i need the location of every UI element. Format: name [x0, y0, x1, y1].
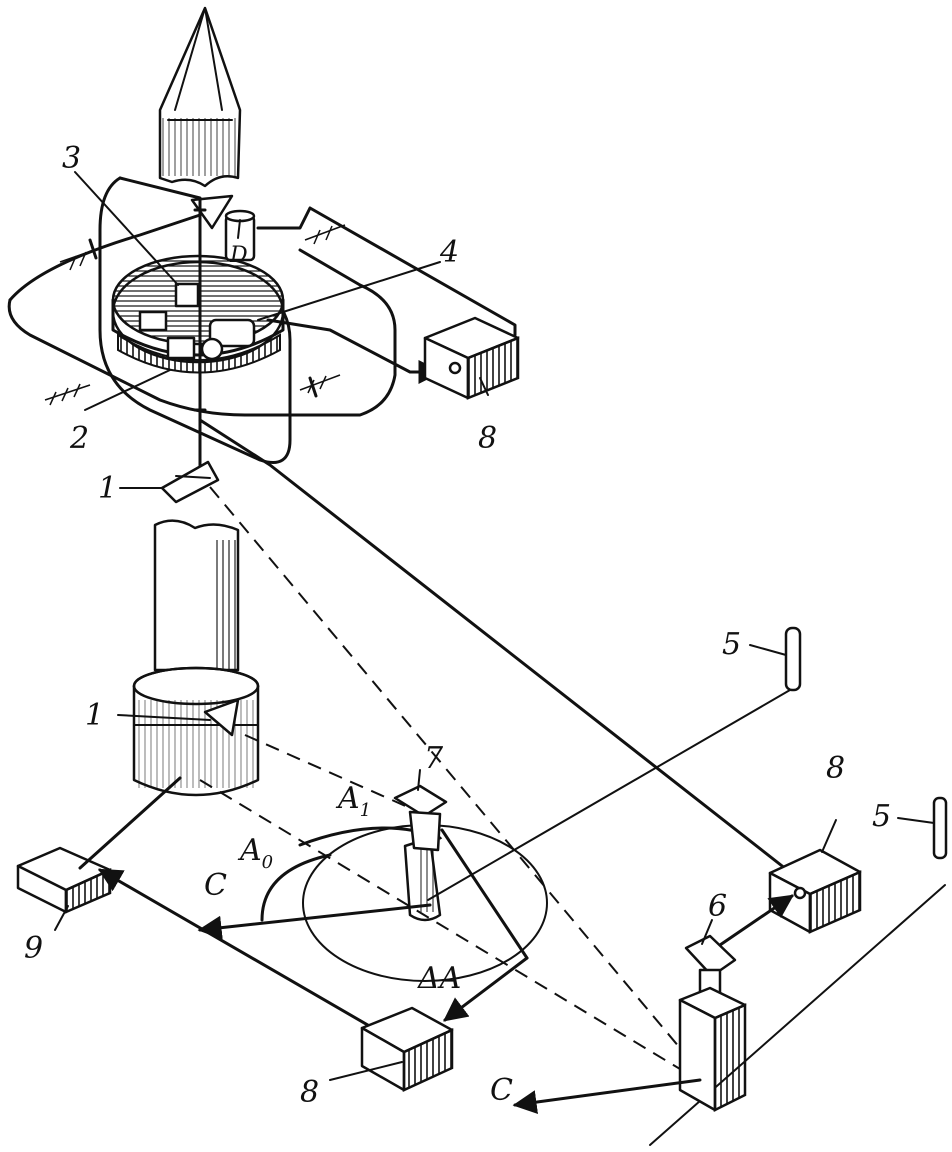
label-8-bottom: 8	[300, 1075, 319, 1110]
label-1-base: 1	[85, 698, 104, 733]
theodolite-7	[393, 784, 448, 922]
label-gyro-d: D	[229, 243, 248, 268]
marker-post-5-right	[932, 796, 948, 860]
label-3: 3	[62, 141, 81, 176]
label-8-top: 8	[478, 421, 497, 456]
label-c-left: C	[204, 868, 227, 903]
control-unit-8-right	[768, 848, 862, 934]
label-6: 6	[708, 889, 727, 924]
rocket-body-column	[132, 519, 260, 797]
label-9: 9	[24, 931, 43, 966]
label-a1: A1	[335, 781, 371, 821]
label-5-right: 5	[872, 799, 891, 834]
prism-1-upper	[160, 460, 220, 504]
gimbal-assembly	[7, 176, 397, 472]
launcher-unit-9	[16, 846, 112, 914]
label-8-right: 8	[826, 751, 845, 786]
label-1-top: 1	[98, 471, 117, 506]
label-5-left: 5	[722, 627, 741, 662]
control-unit-8-top	[423, 316, 520, 400]
label-c-right: C	[490, 1073, 513, 1108]
label-7: 7	[424, 741, 444, 776]
theodolite-6	[678, 934, 747, 1113]
marker-post-5-left	[784, 626, 802, 692]
label-delta-a: ΔA	[417, 961, 461, 996]
rocket-nose-cone	[158, 6, 242, 188]
label-4: 4	[439, 235, 459, 270]
label-a0: A0	[237, 833, 273, 873]
label-2: 2	[69, 421, 89, 456]
control-unit-8-bottom	[360, 1006, 454, 1092]
